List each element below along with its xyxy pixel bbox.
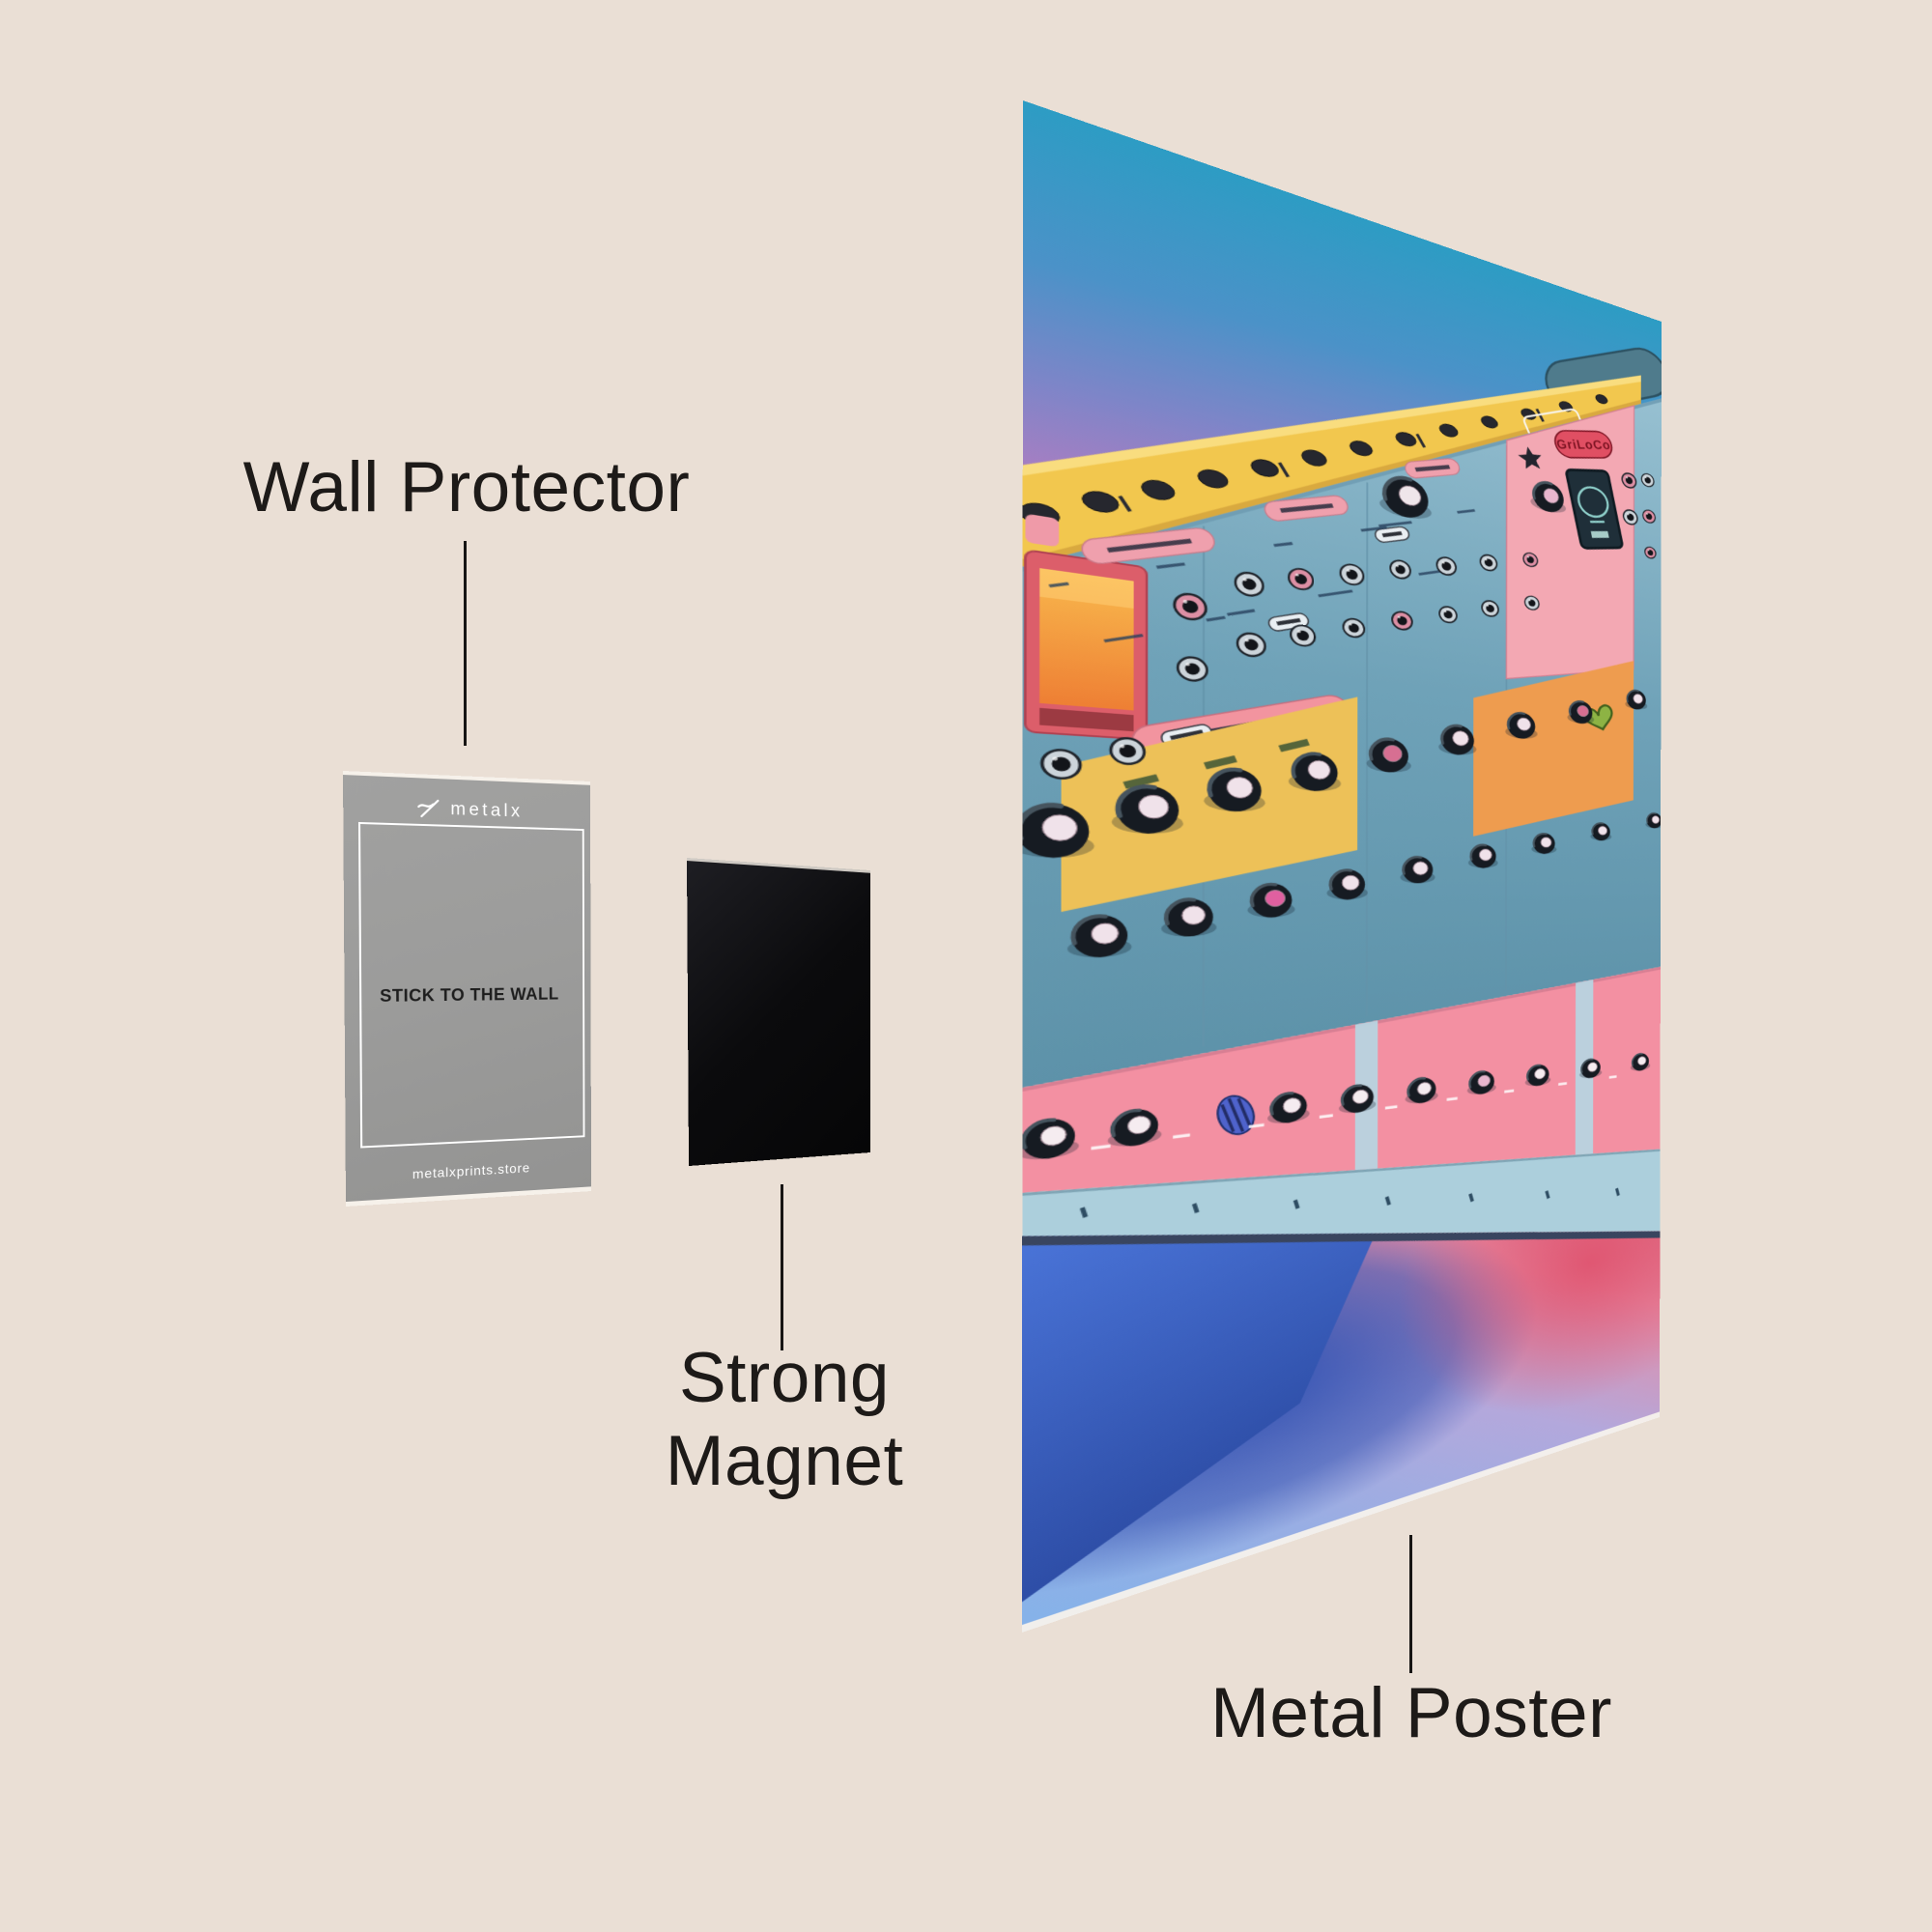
strong-magnet <box>687 858 871 1167</box>
strong-magnet-label: Strong Magnet <box>666 1337 904 1503</box>
card-bottom-edge-highlight <box>345 1186 592 1208</box>
card-center-text: STICK TO THE WALL <box>380 984 559 1006</box>
jack-icon <box>1042 749 1080 779</box>
strong-magnet-label-line1: Strong <box>678 1339 891 1417</box>
module-label-text: GriLoCo <box>1555 437 1612 452</box>
crt-screen-module <box>1025 513 1147 740</box>
strong-magnet-connector-line <box>781 1184 783 1350</box>
knob-icon <box>1022 803 1094 858</box>
module-separator <box>1367 482 1368 1015</box>
card-top-edge-highlight <box>343 771 591 785</box>
metalx-logo-icon <box>416 798 441 820</box>
metal-poster: GriLoCo <box>774 100 1747 1701</box>
yellow-knob-patch <box>1061 668 1358 913</box>
strong-magnet-label-line2: Magnet <box>665 1422 904 1500</box>
metal-poster-connector-line <box>1409 1535 1412 1673</box>
module-label-pill: GriLoCo <box>1552 431 1614 459</box>
wall-protector-card: metalx STICK TO THE WALL metalxprints.st… <box>343 771 592 1208</box>
knob-icon <box>1022 1116 1079 1163</box>
wall-protector-label: Wall Protector <box>242 448 691 526</box>
knob-icon <box>1067 915 1132 959</box>
metal-poster-label: Metal Poster <box>1210 1674 1612 1752</box>
metalx-logo-text: metalx <box>450 799 524 822</box>
metal-poster-artwork: GriLoCo <box>774 100 1747 1701</box>
card-footer-url: metalxprints.store <box>412 1159 530 1182</box>
jack-icon <box>1111 737 1145 764</box>
magnet-top-edge-highlight <box>687 858 871 873</box>
wall-protector-connector-line <box>464 541 467 746</box>
